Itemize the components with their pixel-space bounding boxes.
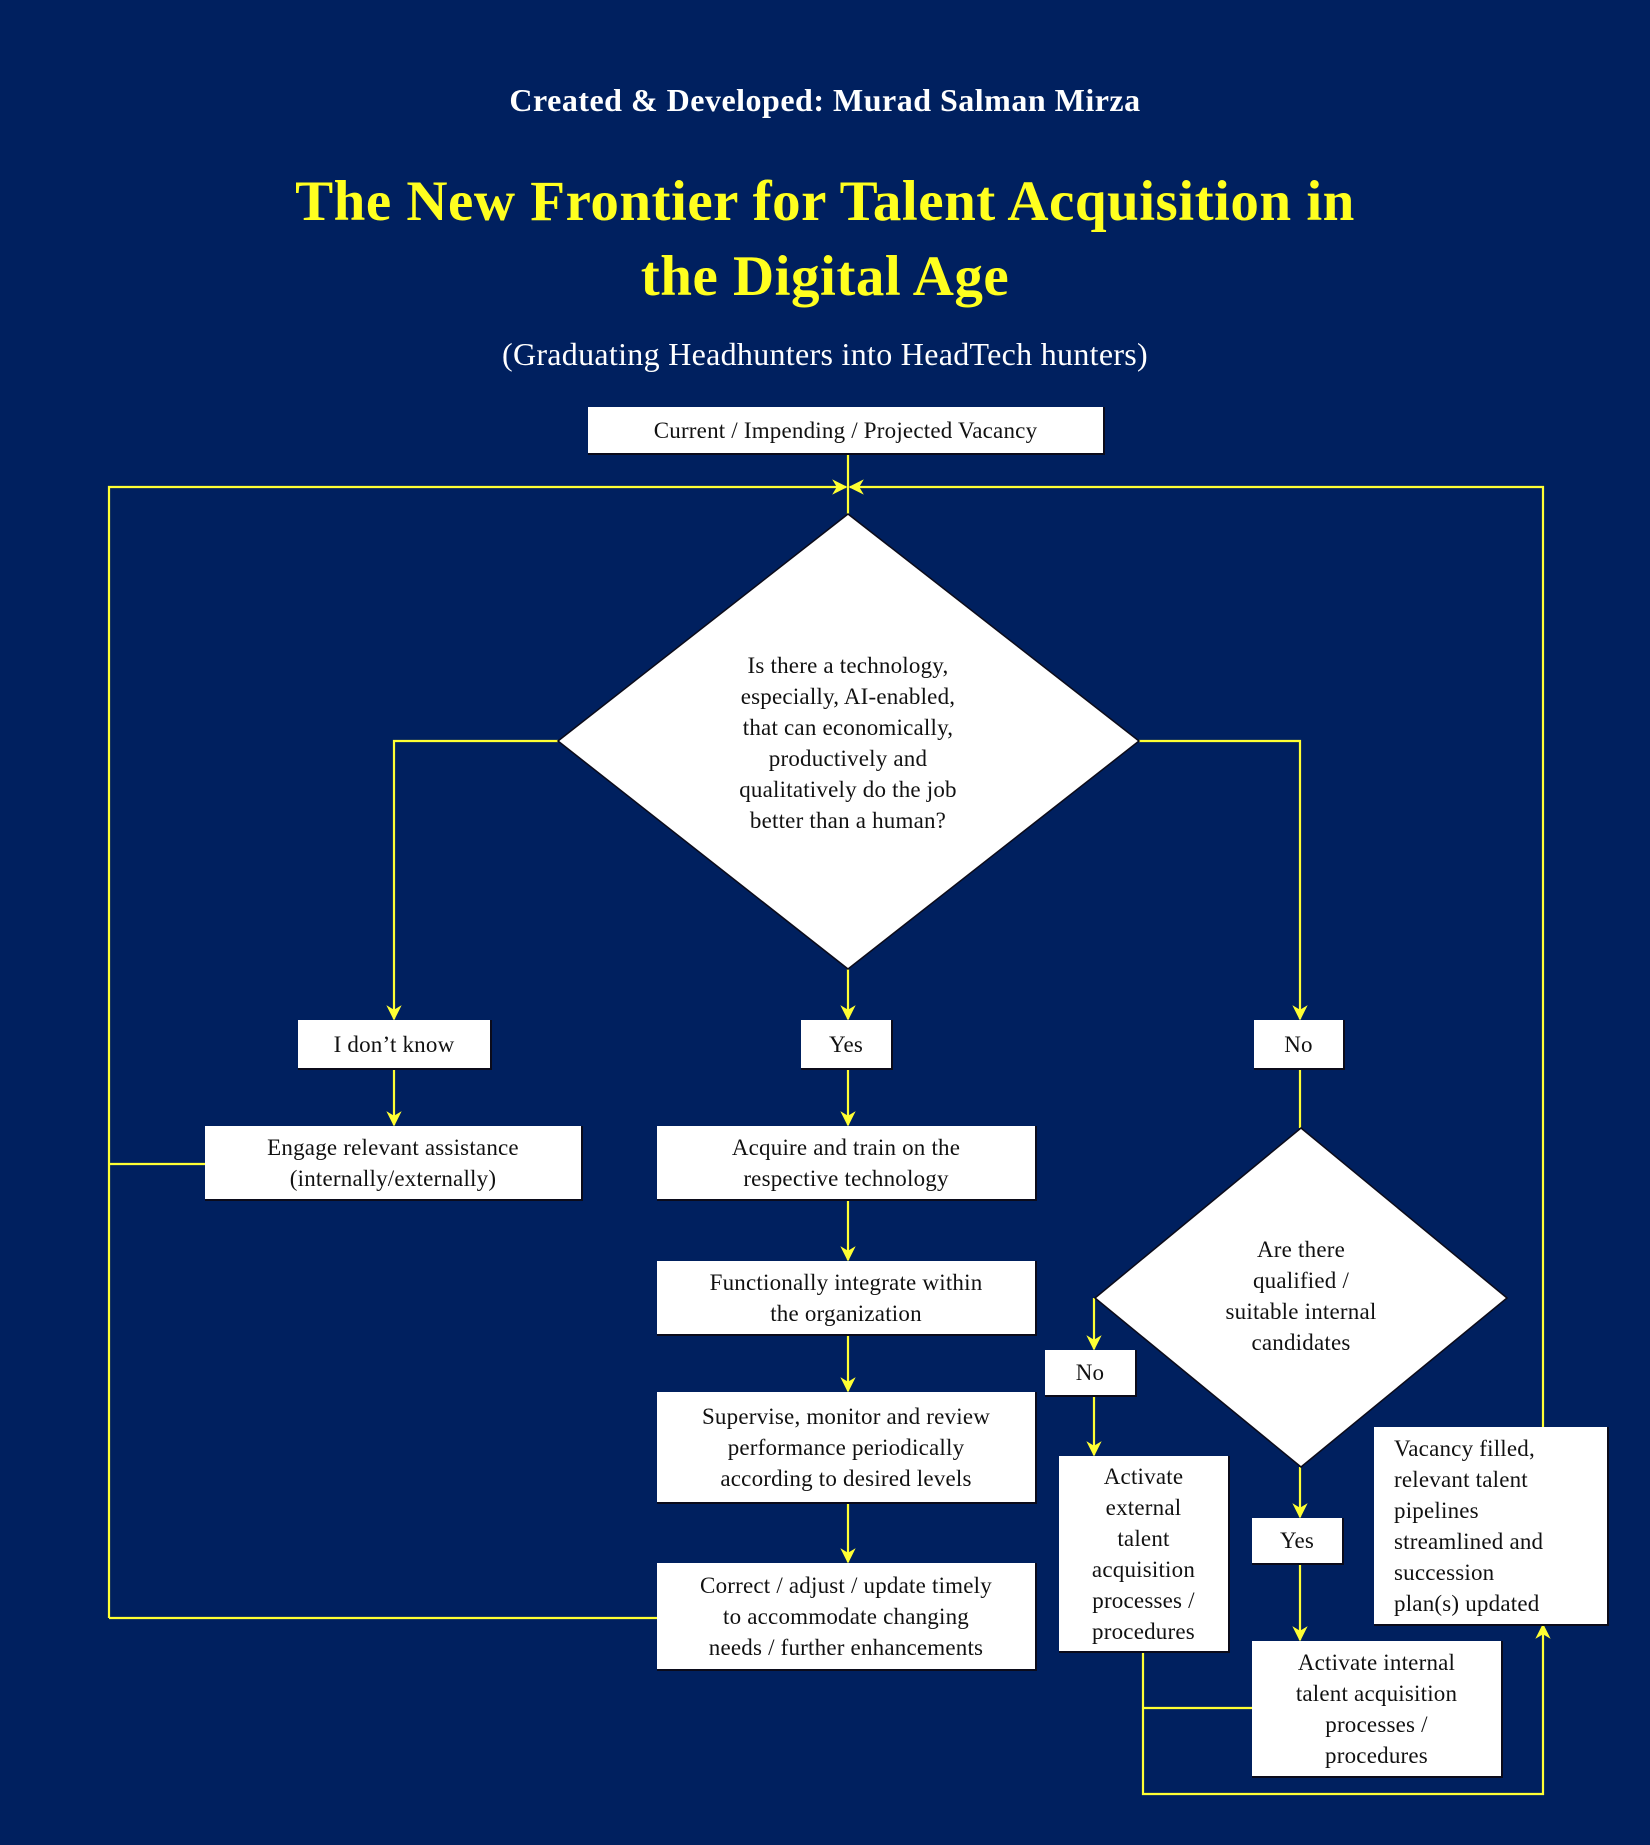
step-supervise: Supervise, monitor and review performanc… xyxy=(657,1392,1035,1502)
connector-loop-right xyxy=(848,479,1545,1427)
decision-technology-text: Is there a technology, especially, AI-en… xyxy=(739,653,957,833)
connector-external-to-filled xyxy=(1141,1623,1551,1796)
decision-diamond-internal-candidates xyxy=(1093,1127,1509,1468)
step-correct: Correct / adjust / update timely to acco… xyxy=(657,1563,1035,1669)
connector-loop-left xyxy=(107,479,848,1618)
decision-diamond-technology xyxy=(556,513,1141,970)
connector-to-dont-know xyxy=(386,739,558,1021)
step-engage-assistance: Engage relevant assistance (internally/e… xyxy=(205,1126,581,1199)
diagram-title: The New Frontier for Talent Acquisition … xyxy=(295,170,1355,308)
diagram-subtitle: (Graduating Headhunters into HeadTech hu… xyxy=(501,336,1148,372)
answer-internal-yes: Yes xyxy=(1252,1518,1342,1563)
step-integrate: Functionally integrate within the organi… xyxy=(657,1261,1035,1334)
decision-internal-text: Are there qualified / suitable internal … xyxy=(1225,1237,1377,1355)
answer-dont-know: I don’t know xyxy=(298,1020,490,1068)
connector-to-no xyxy=(1139,739,1308,1021)
step-acquire-train: Acquire and train on the respective tech… xyxy=(657,1126,1035,1199)
step-external-acquisition: Activate external talent acquisition pro… xyxy=(1059,1456,1228,1651)
answer-yes: Yes xyxy=(801,1020,891,1068)
author-credit: Created & Developed: Murad Salman Mirza xyxy=(509,82,1141,118)
end-node-vacancy-filled: Vacancy filled, relevant talent pipeline… xyxy=(1374,1427,1607,1624)
answer-no: No xyxy=(1254,1020,1343,1068)
step-internal-acquisition: Activate internal talent acquisition pro… xyxy=(1252,1641,1501,1776)
start-node-vacancy: Current / Impending / Projected Vacancy xyxy=(588,407,1103,453)
answer-internal-no: No xyxy=(1045,1350,1135,1395)
